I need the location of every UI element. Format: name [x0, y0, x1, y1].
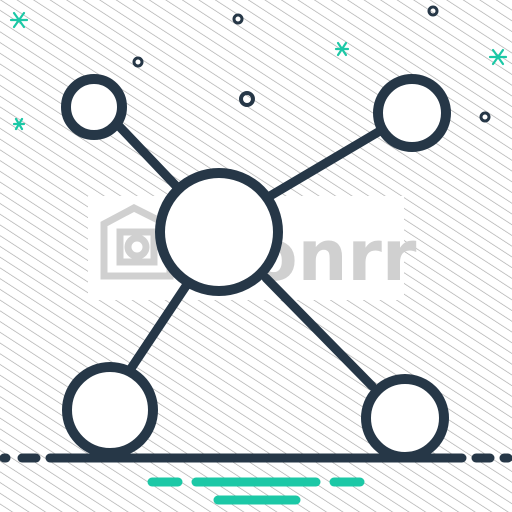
- dot-icon: [132, 56, 144, 68]
- sparkle-icon: [9, 11, 29, 29]
- sparkle-icon: [488, 48, 508, 66]
- dot-icon: [479, 111, 491, 123]
- node-bottom-left: [62, 362, 158, 458]
- dot-icon: [232, 13, 244, 25]
- node-bottom-right: [361, 374, 449, 462]
- dot-icon: [427, 5, 439, 17]
- dot-icon: [239, 91, 255, 107]
- accent-dashes: [147, 477, 365, 505]
- node-center: [155, 168, 283, 296]
- node-top-left: [61, 74, 127, 140]
- network-nodes: [61, 74, 451, 462]
- network-connectors: [113, 120, 390, 391]
- decorative-dots: [132, 5, 491, 123]
- decorative-sparkles: [9, 11, 508, 131]
- sparkle-icon: [12, 117, 26, 131]
- sparkle-icon: [334, 41, 350, 57]
- node-top-right: [373, 74, 451, 152]
